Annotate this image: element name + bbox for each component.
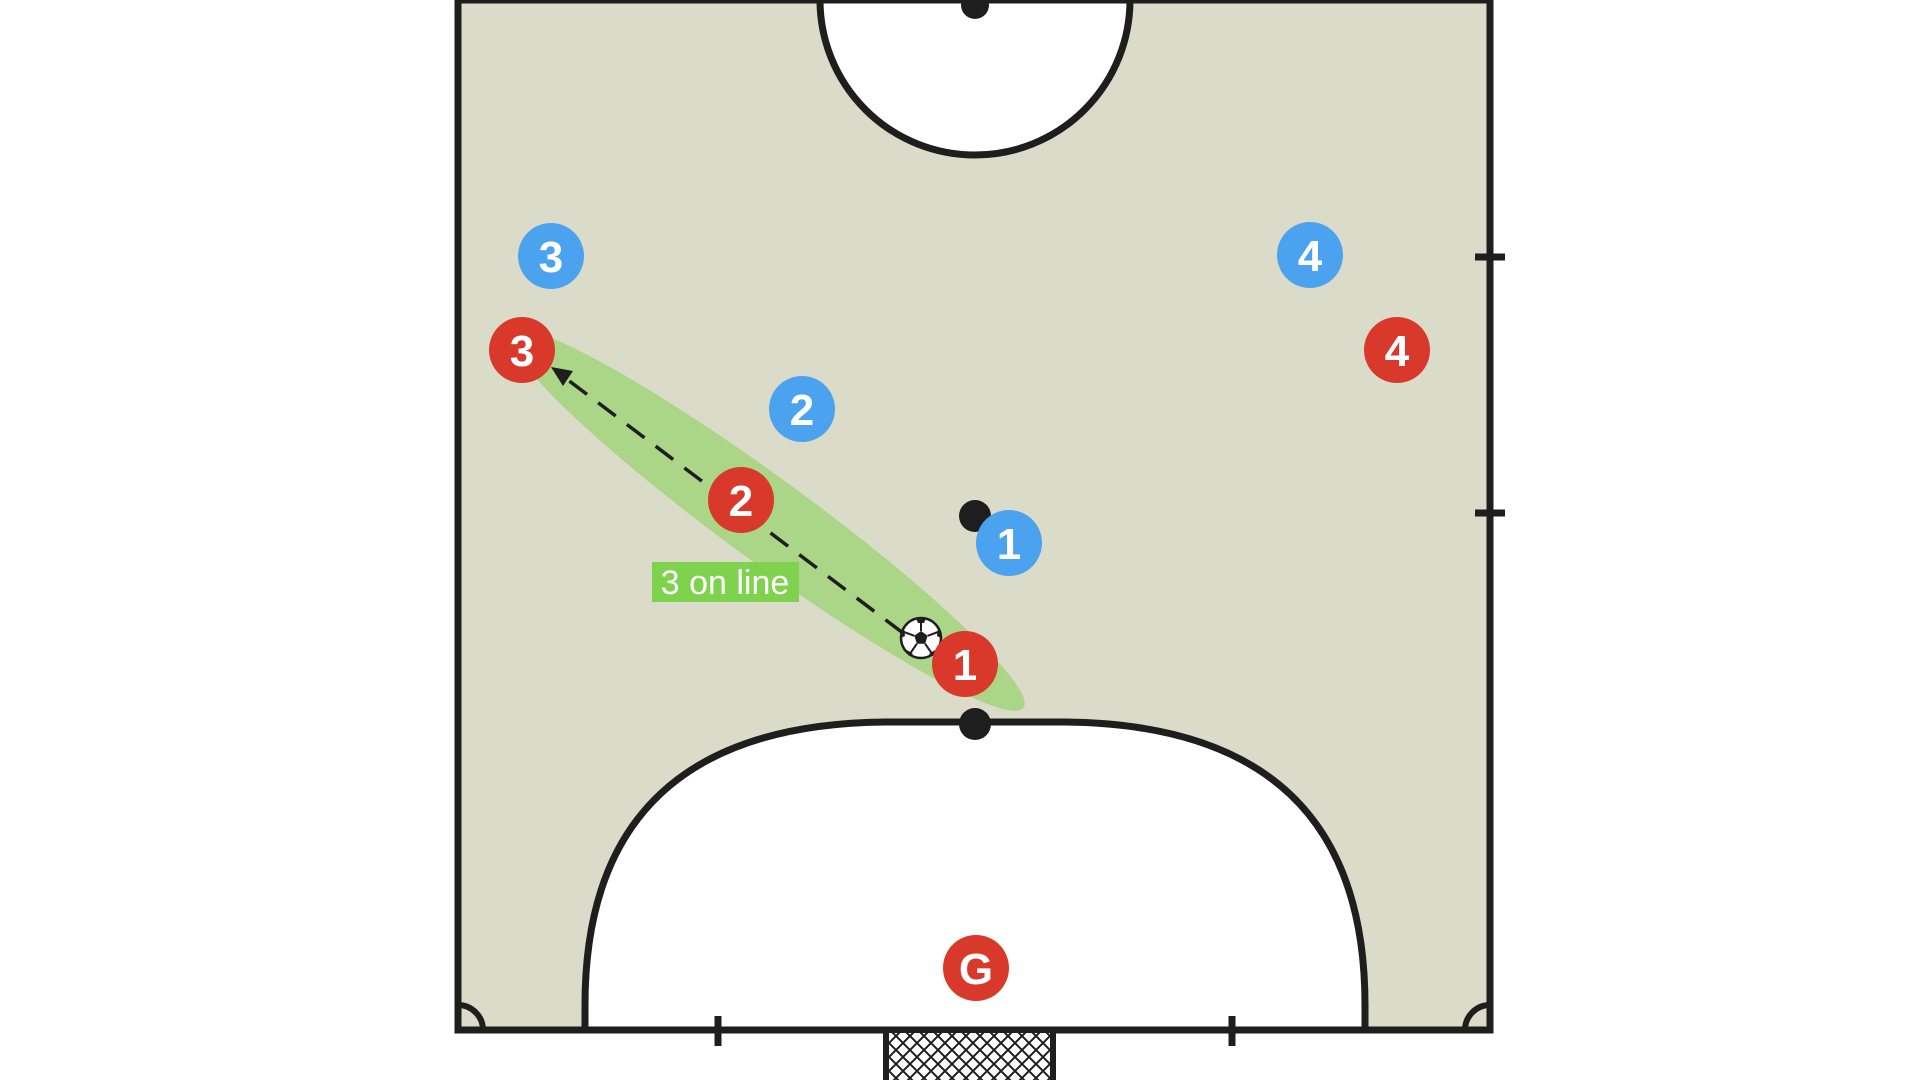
annotation-label: 3 on line [661,564,790,602]
red-player-1-label: 1 [953,641,977,690]
red-player-1[interactable]: 1 [932,631,998,697]
corner-arc-left [457,1002,486,1031]
blue-player-3[interactable]: 3 [518,223,584,289]
red-player-3[interactable]: 3 [489,317,555,383]
penalty-mark [959,708,991,740]
blue-player-4[interactable]: 4 [1277,222,1343,288]
blue-player-1-label: 1 [997,520,1021,569]
dashed-arrow-icon [551,367,905,635]
red-player-2-label: 2 [729,477,753,526]
corner-arc-right [1462,1002,1491,1031]
red-player-4-label: 4 [1385,327,1410,376]
blue-player-2[interactable]: 2 [769,376,835,442]
red-goalkeeper-label: G [959,945,993,994]
red-player-2[interactable]: 2 [708,467,774,533]
penalty-area [581,718,1369,1034]
goal-net-icon [883,1033,1056,1080]
annotation-note: 3 on line [652,562,799,602]
red-player-4[interactable]: 4 [1364,317,1430,383]
soccer-ball-icon [899,616,943,660]
red-player-3-label: 3 [510,327,534,376]
blue-player-1[interactable]: 1 [976,510,1042,576]
blue-player-4-label: 4 [1298,232,1323,281]
blue-player-3-label: 3 [539,233,563,282]
center-spot [961,0,989,19]
red-goalkeeper[interactable]: G [943,935,1009,1001]
blue-player-2-label: 2 [790,386,814,435]
center-circle [816,0,1134,159]
